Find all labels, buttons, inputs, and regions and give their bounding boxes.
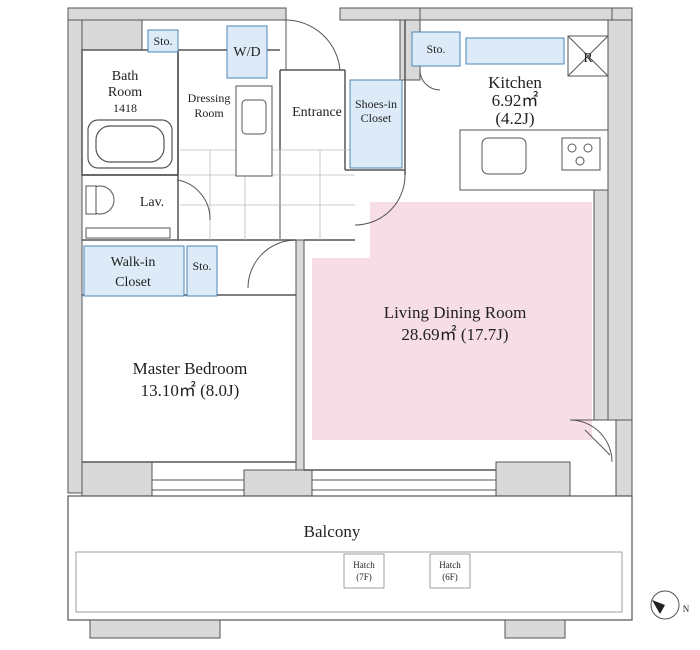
fridge-label: R: [583, 51, 593, 66]
balcony: [67, 495, 633, 639]
wd-name: W/D: [233, 45, 260, 60]
master-area: 13.10㎡ (8.0J): [141, 381, 240, 400]
lav-name: Lav.: [140, 195, 164, 210]
balcony-windows: [151, 479, 497, 491]
kitchen-area: 6.92㎡: [492, 91, 539, 110]
compass-icon: [650, 590, 680, 620]
hatch-6f-label: Hatch: [439, 560, 461, 570]
toilet: [85, 185, 171, 239]
sto-top: Sto.: [153, 34, 172, 48]
kitchen-name: Kitchen: [488, 73, 542, 92]
bath-line2: Room: [108, 85, 142, 100]
kitchen-counter: [459, 129, 609, 191]
dressing-basin: [235, 85, 273, 177]
hatch-7f-floor: (7F): [356, 572, 372, 582]
shoes-line1: Shoes-in: [355, 97, 397, 111]
master-name: Master Bedroom: [133, 359, 248, 378]
bath-line1: Bath: [112, 69, 138, 84]
kitchen-tatami: (4.2J): [495, 109, 534, 128]
compass-label: N: [683, 604, 690, 614]
bathtub: [87, 119, 173, 169]
dressing-line2: Room: [194, 106, 224, 120]
sto-kitchen: Sto.: [426, 42, 445, 56]
ldk-name: Living Dining Room: [384, 303, 527, 322]
entrance-name: Entrance: [292, 105, 342, 120]
bath-code: 1418: [113, 101, 137, 115]
dressing-line1: Dressing: [188, 91, 231, 105]
hatch-7f-label: Hatch: [353, 560, 375, 570]
room-labels: Kitchen 6.92㎡ (4.2J) Living Dining Room …: [108, 34, 690, 614]
sto-mid: Sto.: [192, 259, 211, 273]
balcony-name: Balcony: [304, 522, 361, 541]
storage-areas: [83, 25, 565, 297]
shoes-line2: Closet: [361, 111, 392, 125]
hatch-6f-floor: (6F): [442, 572, 458, 582]
walkin-line1: Walk-in: [111, 255, 156, 270]
walkin-line2: Closet: [115, 275, 151, 290]
fridge: [567, 35, 609, 77]
ldk-highlight: [312, 202, 592, 440]
ldk-area: 28.69㎡ (17.7J): [401, 325, 508, 344]
doors: [177, 19, 613, 463]
